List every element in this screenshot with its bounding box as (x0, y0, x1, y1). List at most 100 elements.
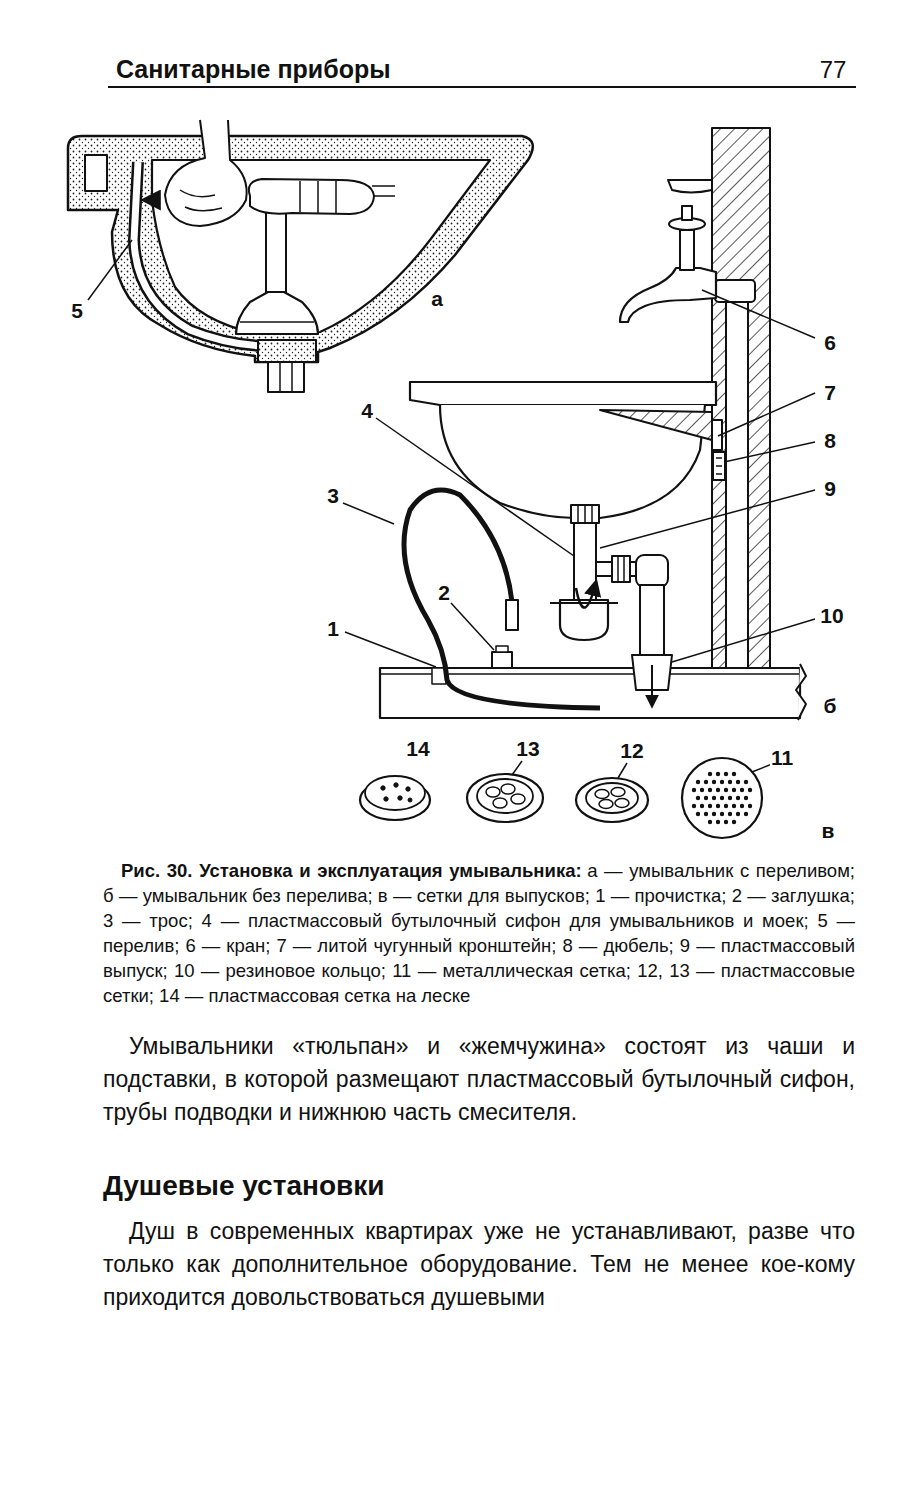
mesh-hole (700, 788, 704, 792)
mesh-hole (748, 804, 752, 808)
basin-with-overflow (68, 120, 533, 392)
basin-with-overflow-part (240, 321, 314, 323)
mesh-hole (744, 780, 748, 784)
leader-lines-part (618, 763, 627, 778)
drain-strainers-part (586, 783, 638, 813)
mesh-hole (740, 788, 744, 792)
mesh-hole (744, 812, 748, 816)
basin-with-overflow-part (279, 362, 281, 392)
leader-lines-part (376, 418, 574, 556)
callout-number: 1 (326, 618, 340, 639)
mesh-hole (736, 812, 740, 816)
basin-without-overflow-part (506, 600, 518, 630)
drain-strainers-part (611, 788, 625, 797)
mesh-holes (692, 772, 752, 824)
leader-lines-part (672, 619, 815, 662)
callout-number: 14 (405, 738, 430, 759)
drain-strainers-part (365, 776, 425, 810)
mesh-hole (748, 788, 752, 792)
drain-strainers-part (493, 798, 507, 808)
callout-number: 13 (515, 738, 540, 759)
basin-with-overflow-part (258, 340, 316, 362)
drain-strainers-part (477, 779, 533, 813)
leader-lines-part (724, 442, 815, 462)
drain-strainers-part (398, 796, 402, 800)
basin-without-overflow-part (636, 555, 668, 587)
mesh-hole (740, 804, 744, 808)
body-paragraph: Умывальники «тюльпан» и «жемчужина» сост… (103, 1030, 855, 1129)
callout-number: 10 (819, 605, 844, 626)
leader-lines-part (343, 503, 394, 524)
basin-without-overflow-part (577, 505, 579, 523)
basin-without-overflow-part (612, 556, 630, 582)
basin-without-overflow-part (550, 602, 618, 604)
leader-lines-part (600, 490, 815, 548)
mesh-hole (732, 820, 736, 824)
basin-without-overflow-part (571, 505, 599, 523)
mesh-hole (696, 796, 700, 800)
basin-without-overflow-part (496, 646, 508, 652)
mesh-hole (728, 796, 732, 800)
mesh-hole (696, 812, 700, 816)
mesh-hole (720, 780, 724, 784)
mesh-hole (732, 804, 736, 808)
leader-lines-part (512, 761, 522, 775)
mesh-hole (716, 820, 720, 824)
basin-without-overflow-part (716, 465, 722, 467)
basin-without-overflow-part (651, 665, 653, 706)
mesh-hole (696, 780, 700, 784)
drain-strainers-part (486, 787, 500, 797)
basin-without-overflow-part (726, 300, 748, 668)
header-rule (108, 86, 856, 88)
basin-without-overflow-part (712, 128, 770, 668)
callout-number: 9 (823, 478, 837, 499)
basin-with-overflow-part (180, 190, 222, 211)
callout-number: 7 (823, 382, 837, 403)
callout-number: 3 (326, 485, 340, 506)
basin-without-overflow-part (404, 490, 600, 708)
callout-number: 8 (823, 430, 837, 451)
drain-strainers-part (467, 774, 543, 822)
drain-strainers (360, 758, 762, 838)
mesh-hole (708, 804, 712, 808)
section-heading: Душевые установки (103, 1169, 855, 1203)
basin-without-overflow-part (680, 230, 694, 270)
basin-with-overflow-part (291, 362, 293, 392)
basin-with-overflow-part (144, 199, 160, 202)
figure-caption: Рис. 30. Установка и эксплуатация умывал… (103, 858, 855, 1008)
basin-without-overflow-part (600, 410, 712, 440)
mesh-hole (716, 772, 720, 776)
mesh-hole (712, 780, 716, 784)
mesh-hole (692, 788, 696, 792)
basin-without-overflow-part (668, 180, 712, 193)
leader-lines (88, 240, 815, 778)
basin-with-overflow-part (236, 292, 318, 334)
mesh-hole (708, 788, 712, 792)
caption-legend: а — умывальник с переливом; б — умывальн… (103, 860, 855, 1006)
mesh-hole (736, 796, 740, 800)
callout-number: 4 (360, 400, 374, 421)
mesh-hole (708, 820, 712, 824)
leader-lines-part (451, 603, 494, 650)
drain-strainers-part (595, 790, 609, 799)
basin-without-overflow-part (623, 556, 625, 582)
basin-without-overflow-part (796, 664, 806, 720)
mesh-hole (712, 796, 716, 800)
drain-strainers-part (408, 798, 412, 802)
mesh-hole (720, 812, 724, 816)
mesh-hole (704, 796, 708, 800)
mesh-hole (728, 812, 732, 816)
basin-without-overflow-part (492, 652, 512, 668)
basin-without-overflow-part (410, 382, 716, 405)
basin-with-overflow-part (249, 179, 374, 214)
basin-without-overflow-part (716, 457, 722, 459)
mesh-hole (712, 812, 716, 816)
basin-with-overflow-part (68, 136, 533, 362)
mesh-hole (724, 820, 728, 824)
callout-number: 5 (70, 300, 84, 321)
drain-strainers-part (576, 778, 648, 822)
basin-without-overflow-part (591, 505, 593, 523)
mesh-hole (732, 772, 736, 776)
mesh-hole (732, 788, 736, 792)
mesh-hole (720, 796, 724, 800)
